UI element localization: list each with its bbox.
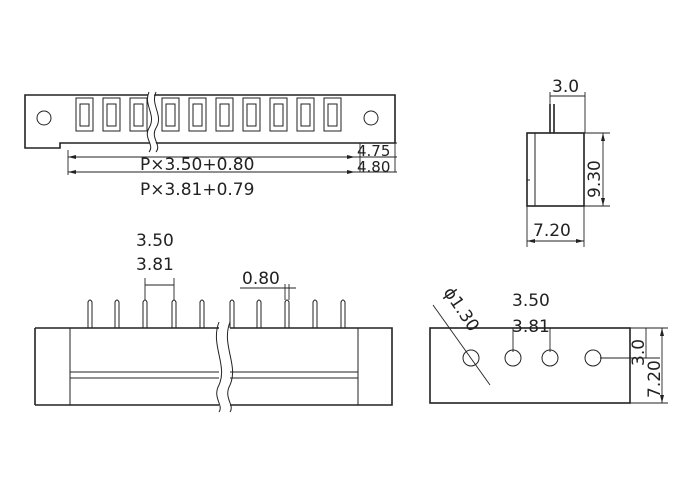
height-a-label: 4.75 bbox=[357, 142, 390, 160]
front-pitch-b-label: 3.81 bbox=[136, 255, 174, 275]
length-formula-b: P×3.81+0.79 bbox=[140, 180, 254, 200]
length-formula-a: P×3.50+0.80 bbox=[140, 155, 254, 175]
front-view: 3.50 3.81 0.80 bbox=[34, 231, 393, 413]
side-height-label: 9.30 bbox=[585, 160, 605, 198]
front-pitch-a-label: 3.50 bbox=[136, 231, 174, 251]
front-pins bbox=[87, 299, 346, 328]
bottom-pitch-b-label: 3.81 bbox=[512, 317, 550, 337]
pin-size-label: 0.80 bbox=[242, 269, 280, 289]
pin-offset-label: 3.0 bbox=[552, 77, 579, 97]
top-view: 4.75 4.80 P×3.50+0.80 P×3.81+0.79 bbox=[24, 90, 397, 200]
slot-row bbox=[75, 97, 342, 132]
height-b-label: 4.80 bbox=[357, 158, 390, 176]
side-view: 3.0 9.30 7.20 bbox=[526, 77, 610, 247]
bottom-depth-label: 7.20 bbox=[645, 360, 665, 398]
side-width-label: 7.20 bbox=[533, 221, 571, 241]
bottom-view: ϕ1.30 3.50 3.81 3.0 7.20 bbox=[429, 284, 668, 404]
hole-offset-label: 3.0 bbox=[629, 339, 649, 366]
bottom-pitch-a-label: 3.50 bbox=[512, 291, 550, 311]
